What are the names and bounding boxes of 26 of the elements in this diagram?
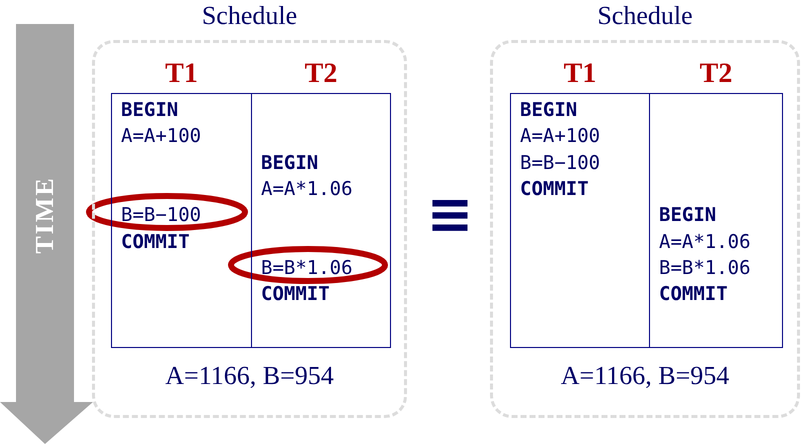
operation-text: COMMIT — [659, 283, 728, 306]
result-values: A=1166, B=954 — [560, 361, 730, 391]
operation-text: BEGIN — [121, 99, 178, 121]
operation-text: A=A*1.06 — [261, 178, 353, 200]
schedule-title: Schedule — [596, 1, 694, 31]
operation-text: A=A+100 — [520, 125, 600, 148]
result-values: A=1166, B=954 — [164, 361, 335, 391]
transaction-header: T2 — [698, 58, 734, 90]
operation-text: BEGIN — [659, 204, 716, 226]
transaction-header: T1 — [562, 58, 598, 90]
transaction-header: T1 — [164, 58, 199, 90]
operation-text: BEGIN — [261, 152, 318, 174]
schedule-title: Schedule — [200, 1, 298, 31]
transaction-header: T2 — [304, 58, 338, 90]
operation-text: A=A+100 — [121, 125, 202, 148]
operation-text: COMMIT — [520, 178, 589, 200]
operation-text: A=A*1.06 — [659, 230, 751, 252]
equivalence-symbol: ≡ — [426, 187, 474, 243]
operation-text: B=B*1.06 — [659, 256, 751, 279]
operation-text: B=B*1.06 — [261, 256, 353, 279]
operation-text: COMMIT — [121, 230, 190, 252]
operation-text: COMMIT — [261, 283, 330, 306]
axis-label: TIME — [32, 176, 58, 254]
operation-text: BEGIN — [520, 99, 578, 121]
operation-text: B=B−100 — [520, 152, 600, 174]
operation-text: B=B−100 — [121, 204, 202, 226]
